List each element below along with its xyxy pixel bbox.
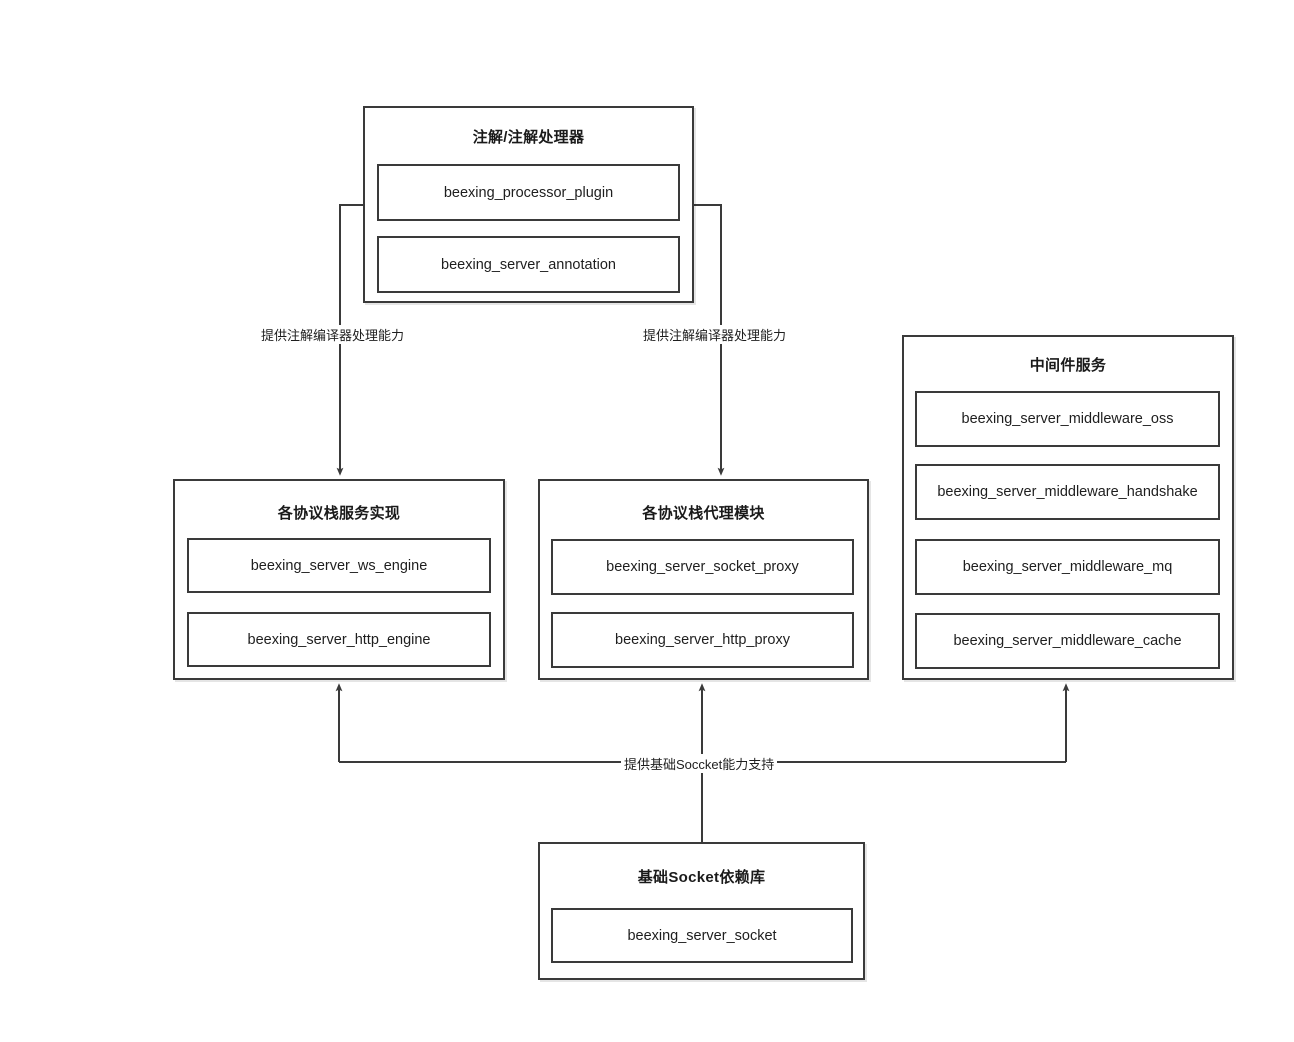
node-beexing-server-middleware-cache[interactable]: beexing_server_middleware_cache [915, 613, 1220, 669]
group-middleware-service-title: 中间件服务 [1029, 357, 1107, 374]
edge-label-socket-bus: 提供基础Soccket能力支持 [621, 754, 778, 773]
node-label: beexing_server_middleware_cache [953, 633, 1182, 649]
edge-label-annotation-to-proxy: 提供注解编译器处理能力 [640, 325, 790, 344]
group-protocol-engine-title: 各协议栈服务实现 [277, 505, 401, 522]
node-label: beexing_processor_plugin [443, 184, 614, 201]
group-socket-base-title: 基础Socket依赖库 [637, 869, 766, 886]
node-beexing-server-middleware-mq[interactable]: beexing_server_middleware_mq [915, 539, 1220, 595]
node-label: beexing_server_middleware_mq [962, 559, 1173, 575]
group-annotation-processor-title: 注解/注解处理器 [472, 129, 585, 146]
group-protocol-proxy-title: 各协议栈代理模块 [642, 505, 765, 522]
node-label: beexing_server_http_engine [247, 631, 431, 648]
node-beexing-processor-plugin[interactable]: beexing_processor_plugin [377, 164, 680, 221]
node-beexing-server-middleware-oss[interactable]: beexing_server_middleware_oss [915, 391, 1220, 447]
node-label: beexing_server_middleware_handshake [937, 484, 1198, 500]
node-beexing-server-ws-engine[interactable]: beexing_server_ws_engine [187, 538, 491, 593]
edge-label-annotation-to-engine: 提供注解编译器处理能力 [258, 325, 408, 344]
node-beexing-server-http-engine[interactable]: beexing_server_http_engine [187, 612, 491, 667]
node-beexing-server-middleware-handshake[interactable]: beexing_server_middleware_handshake [915, 464, 1220, 520]
node-label: beexing_server_annotation [441, 256, 616, 273]
node-beexing-server-socket[interactable]: beexing_server_socket [551, 908, 853, 963]
node-beexing-server-http-proxy[interactable]: beexing_server_http_proxy [551, 612, 854, 668]
node-label: beexing_server_middleware_oss [961, 411, 1174, 427]
node-beexing-server-annotation[interactable]: beexing_server_annotation [377, 236, 680, 293]
node-label: beexing_server_socket [627, 927, 777, 944]
node-beexing-server-socket-proxy[interactable]: beexing_server_socket_proxy [551, 539, 854, 595]
node-label: beexing_server_http_proxy [615, 632, 790, 648]
node-label: beexing_server_socket_proxy [606, 559, 799, 575]
node-label: beexing_server_ws_engine [250, 557, 428, 574]
